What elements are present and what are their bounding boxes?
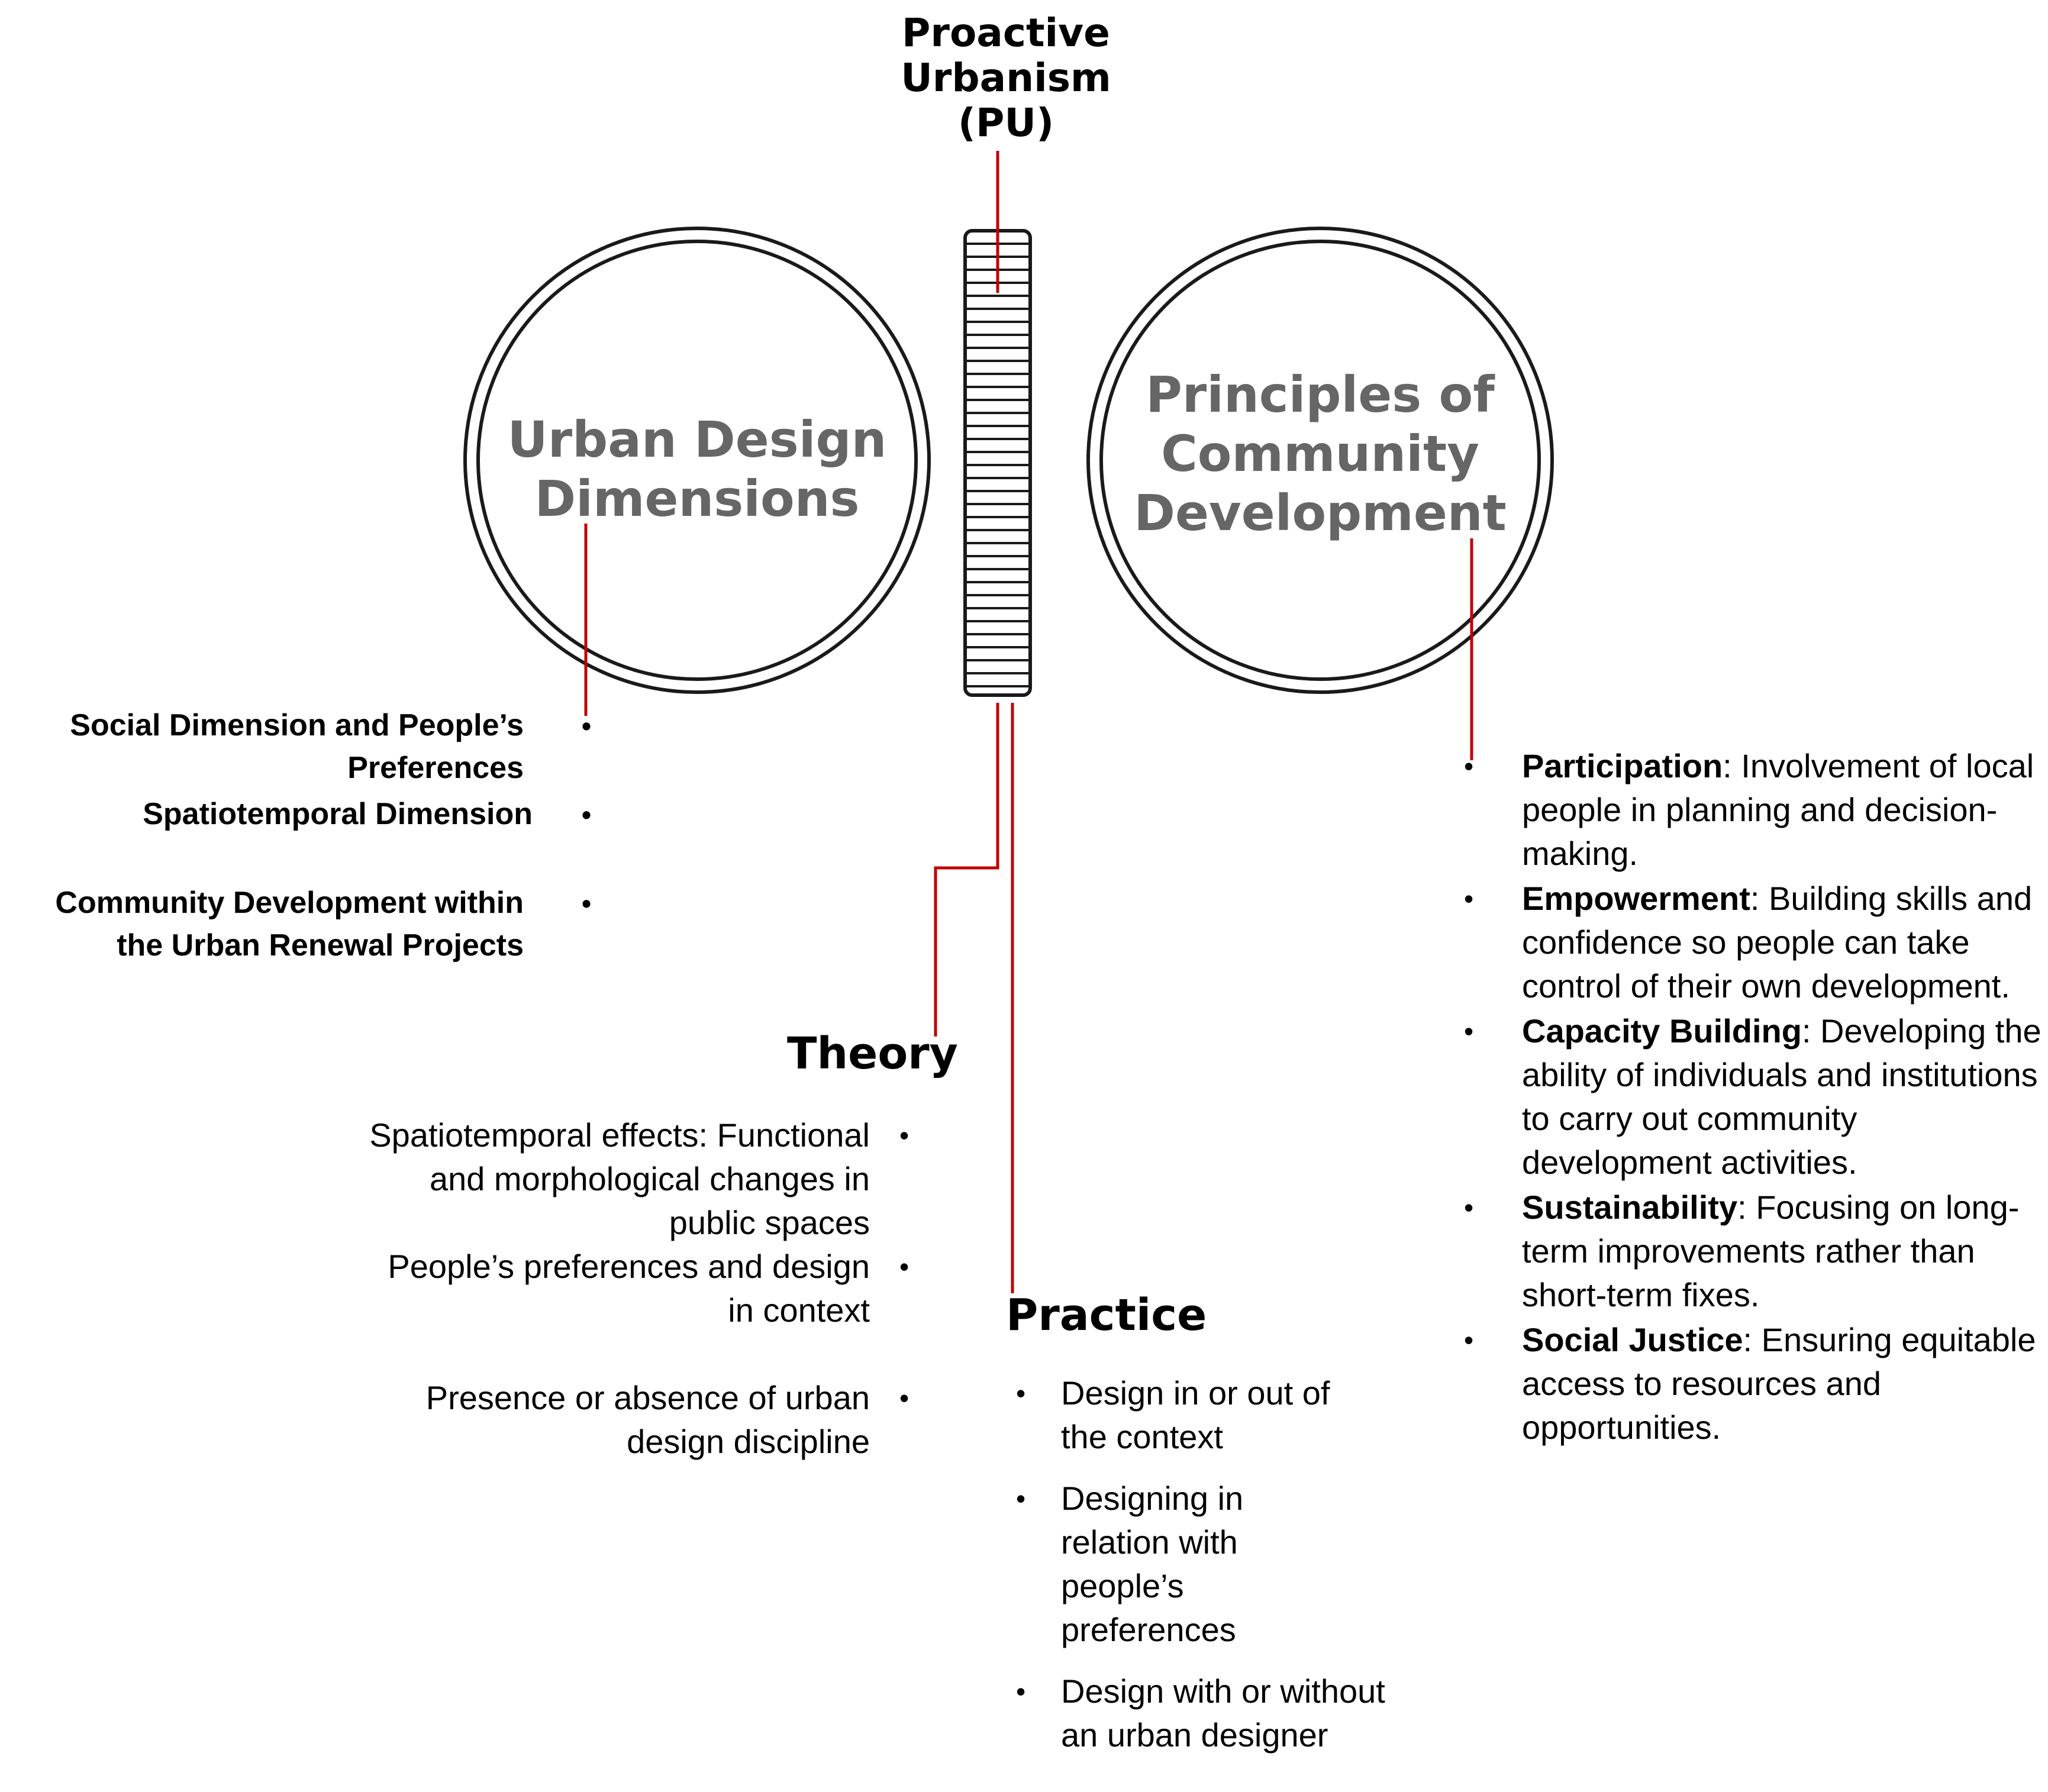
item-text: Spatiotemporal Dimension: [143, 797, 533, 831]
item-text: Social Dimension and People’s Preference…: [70, 708, 524, 785]
list-item: • Design in or out of the context: [1009, 1371, 1369, 1459]
urban-design-circle: [463, 227, 931, 694]
principle-sustainability: • Sustainability: Focusing on long-term …: [1462, 1186, 2041, 1317]
practice-items: • Design in or out of the context • Desi…: [1009, 1371, 1423, 1757]
community-development-circle: [1086, 227, 1554, 694]
list-item: Presence or absence of urban design disc…: [367, 1376, 909, 1464]
bullet-icon: •: [582, 711, 592, 741]
bullet-icon: •: [1464, 1192, 1474, 1223]
bullet-icon: •: [582, 888, 592, 919]
bullet-icon: •: [899, 1383, 909, 1413]
bullet-icon: •: [899, 1120, 909, 1151]
theory-heading: Theory: [787, 1028, 958, 1079]
principle-desc: : Focusing on long-term improvements rat…: [1522, 1189, 2020, 1313]
item-text: Design in or out of the context: [1061, 1374, 1330, 1455]
urban-design-items: Social Dimension and People’s Preference…: [12, 704, 604, 970]
item-text: Presence or absence of urban design disc…: [425, 1379, 870, 1460]
list-item: Community Development within the Urban R…: [12, 882, 591, 970]
practice-heading: Practice: [1006, 1290, 1207, 1341]
bullet-icon: •: [1016, 1378, 1026, 1409]
theory-connector: [934, 703, 999, 1037]
item-text: Designing in relation with people’s pref…: [1061, 1480, 1244, 1648]
principle-desc: : Building skills and confidence so peop…: [1522, 880, 2033, 1005]
principle-desc: : Involvement of local people in plannin…: [1522, 747, 2034, 872]
list-item: Social Dimension and People’s Preference…: [12, 704, 591, 793]
item-text: People’s preferences and design in conte…: [388, 1248, 870, 1329]
item-text: Community Development within the Urban R…: [55, 886, 524, 963]
principle-term: Empowerment: [1522, 880, 1750, 917]
bullet-icon: •: [1464, 1016, 1474, 1047]
list-item: Spatiotemporal effects: Functional and m…: [367, 1113, 909, 1245]
bullet-icon: •: [899, 1251, 909, 1282]
bullet-icon: •: [582, 799, 592, 830]
item-text: Spatiotemporal effects: Functional and m…: [369, 1116, 870, 1241]
theory-items: Spatiotemporal effects: Functional and m…: [367, 1113, 959, 1464]
community-principles-list: • Participation: Involvement of local pe…: [1462, 744, 2041, 1449]
principle-social-justice: • Social Justice: Ensuring equitable acc…: [1462, 1318, 2041, 1449]
principle-term: Sustainability: [1522, 1189, 1738, 1226]
connector-lines: [584, 151, 1473, 1293]
principle-term: Participation: [1522, 747, 1723, 784]
principle-term: Social Justice: [1522, 1321, 1743, 1358]
principle-empowerment: • Empowerment: Building skills and confi…: [1462, 877, 2041, 1008]
principle-desc: : Ensuring equitable access to resources…: [1522, 1321, 2036, 1446]
principle-term: Capacity Building: [1522, 1012, 1802, 1050]
list-item: People’s preferences and design in conte…: [367, 1245, 909, 1376]
principle-capacity-building: • Capacity Building: Developing the abil…: [1462, 1009, 2041, 1184]
list-item: • Design with or without an urban design…: [1009, 1670, 1428, 1757]
urban-design-label: Urban Design Dimensions: [507, 411, 887, 528]
list-item: Spatiotemporal Dimension •: [12, 793, 591, 882]
bullet-icon: •: [1464, 883, 1474, 914]
community-development-label: Principles of Community Development: [1134, 366, 1507, 542]
list-item: • Designing in relation with people’s pr…: [1009, 1477, 1286, 1652]
bullet-icon: •: [1016, 1483, 1026, 1514]
principle-participation: • Participation: Involvement of local pe…: [1462, 744, 2041, 876]
item-text: Design with or without an urban designer: [1061, 1672, 1385, 1754]
bullet-icon: •: [1464, 751, 1474, 782]
bullet-icon: •: [1016, 1676, 1026, 1707]
bullet-icon: •: [1464, 1325, 1474, 1355]
central-column: [963, 229, 1032, 697]
principle-desc: : Developing the ability of individuals …: [1522, 1012, 2041, 1181]
pu-title: Proactive Urbanism (PU): [901, 10, 1111, 146]
